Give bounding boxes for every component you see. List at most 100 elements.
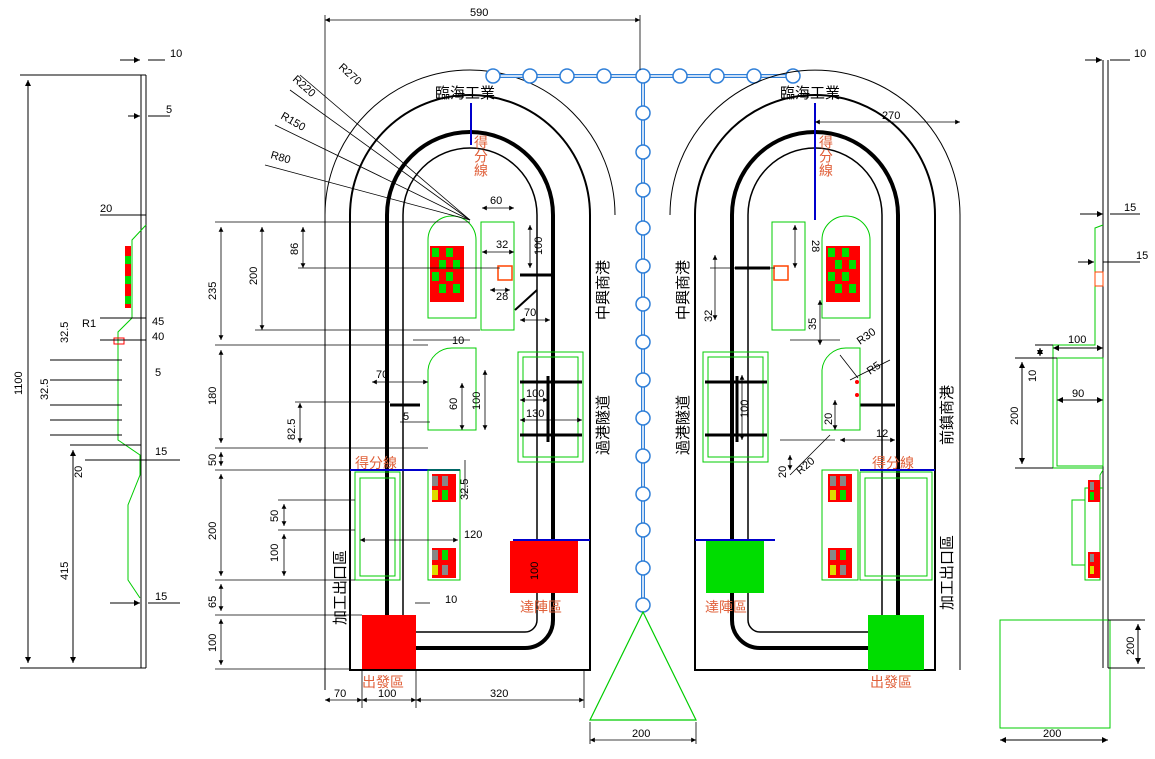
right-dimension-lines: [710, 119, 960, 476]
goal-label-left: 達陣區: [520, 600, 562, 616]
dim-label: 12: [876, 428, 888, 440]
left-dimension-text: 590 R270 R220 R150 R80 60 32 28 100 70 2…: [207, 7, 545, 700]
dim-label: 15: [1124, 202, 1136, 214]
dim-label: 32.5: [459, 479, 471, 500]
left-side-elevation: [20, 57, 180, 669]
left-track-parts: [350, 103, 590, 669]
dim-label: 100: [526, 388, 544, 400]
qianzhen-label: 前鎮商港: [938, 385, 956, 445]
dim-label: 28: [496, 291, 508, 303]
score-line-vertical-right: 得分線: [817, 134, 833, 177]
dim-label: 32.5: [59, 322, 71, 343]
zhongxing-label-left: 中興商港: [594, 260, 612, 320]
start-label-right: 出發區: [870, 675, 912, 691]
dim-label: 20: [100, 203, 112, 215]
dim-label: 70: [376, 369, 388, 381]
dim-label: 15: [155, 591, 167, 603]
dim-label: 10: [452, 335, 464, 347]
dim-label: 100: [378, 688, 396, 700]
center-spine: [485, 68, 801, 613]
dim-label: 35: [807, 318, 819, 330]
dim-label: 10: [170, 48, 182, 60]
dim-label: 15: [155, 446, 167, 458]
dim-label: 200: [1009, 407, 1021, 425]
center-base: [589, 15, 697, 744]
processing-label-right: 加工出口區: [938, 535, 956, 610]
dim-label: R20: [794, 455, 817, 477]
dim-label: 200: [1125, 637, 1137, 655]
dim-label: 10: [445, 594, 457, 606]
dim-label: 32: [703, 310, 715, 322]
right-side-elevation: [999, 57, 1145, 743]
dim-label: 45: [152, 316, 164, 328]
dim-label: 100: [269, 544, 281, 562]
dim-label: 90: [1072, 388, 1084, 400]
dim-label: 40: [152, 331, 164, 343]
dim-label: 32.5: [39, 379, 51, 400]
dim-label: 50: [207, 454, 219, 466]
dim-label: 65: [207, 596, 219, 608]
left-side-labels: 10 5 20 45 40 R1 5 15 15 32.5 32.5 20 11…: [13, 48, 182, 603]
dim-label: 100: [207, 634, 219, 652]
dim-label: 200: [1043, 728, 1061, 740]
dim-label: 200: [207, 522, 219, 540]
goal-label-right: 達陣區: [705, 600, 747, 616]
dim-label: R220: [290, 73, 318, 100]
dim-label: 86: [289, 243, 301, 255]
dim-label: 5: [166, 104, 172, 116]
dim-label: 20: [823, 413, 835, 425]
linhai-label-right: 臨海工業: [780, 84, 840, 102]
dim-label: 590: [470, 7, 488, 19]
linhai-label-left: 臨海工業: [435, 84, 495, 102]
dim-label: 5: [155, 367, 161, 379]
dim-label: 10: [1134, 48, 1146, 60]
start-zone-left: [362, 615, 416, 669]
dim-label: 200: [632, 728, 650, 740]
tunnel-label-right: 過港隧道: [674, 395, 692, 455]
dim-label: R270: [336, 61, 364, 88]
dim-label: R150: [279, 110, 308, 134]
dim-label: R1: [82, 318, 96, 330]
dim-label: 5: [403, 411, 409, 423]
dim-label: 28: [809, 240, 821, 252]
dim-label: 60: [490, 195, 502, 207]
score-line-label-right: 得分線: [872, 455, 914, 472]
start-label-left: 出發區: [362, 675, 404, 691]
right-side-labels: 10 15 15 100 10 90 200 200 200: [1009, 48, 1148, 740]
dim-label: 32: [496, 239, 508, 251]
dim-label: 100: [529, 562, 541, 580]
dim-label: 415: [59, 562, 71, 580]
left-track: [324, 69, 616, 690]
dim-label: 15: [1136, 250, 1148, 262]
dim-label: 20: [777, 466, 789, 478]
dim-label: 10: [1027, 370, 1039, 382]
dim-label: 270: [882, 110, 900, 122]
right-track-parts: [695, 103, 935, 670]
dim-label: 1100: [13, 371, 25, 395]
dim-label: 50: [269, 510, 281, 522]
dim-label: R80: [269, 149, 292, 166]
score-line-label-left: 得分線: [355, 455, 397, 472]
dim-label: 70: [524, 307, 536, 319]
dim-label: 20: [73, 466, 85, 478]
dim-label: 200: [248, 267, 260, 285]
tunnel-label-left: 過港隧道: [594, 395, 612, 455]
left-cargo-blocks: [430, 246, 464, 578]
dim-label: 320: [490, 688, 508, 700]
dim-label: 60: [448, 398, 460, 410]
dim-label: 180: [207, 387, 219, 405]
zhongxing-label-right: 中興商港: [674, 260, 692, 320]
dim-label: 70: [334, 688, 346, 700]
goal-zone-right: [706, 541, 764, 593]
dim-label: R5: [865, 360, 883, 378]
dim-label: 120: [464, 529, 482, 541]
left-track-labels: 臨海工業 得分線 得分線 中興商港 過港隧道 加工出口區 達陣區 出發區: [331, 84, 612, 691]
dim-label: 100: [1068, 334, 1086, 346]
right-cargo-blocks: [826, 246, 860, 578]
processing-label-left: 加工出口區: [331, 550, 349, 625]
dim-label: 100: [533, 237, 545, 255]
dim-label: R30: [855, 326, 878, 347]
dim-label: 130: [526, 408, 544, 420]
goal-zone-left: [510, 541, 578, 593]
